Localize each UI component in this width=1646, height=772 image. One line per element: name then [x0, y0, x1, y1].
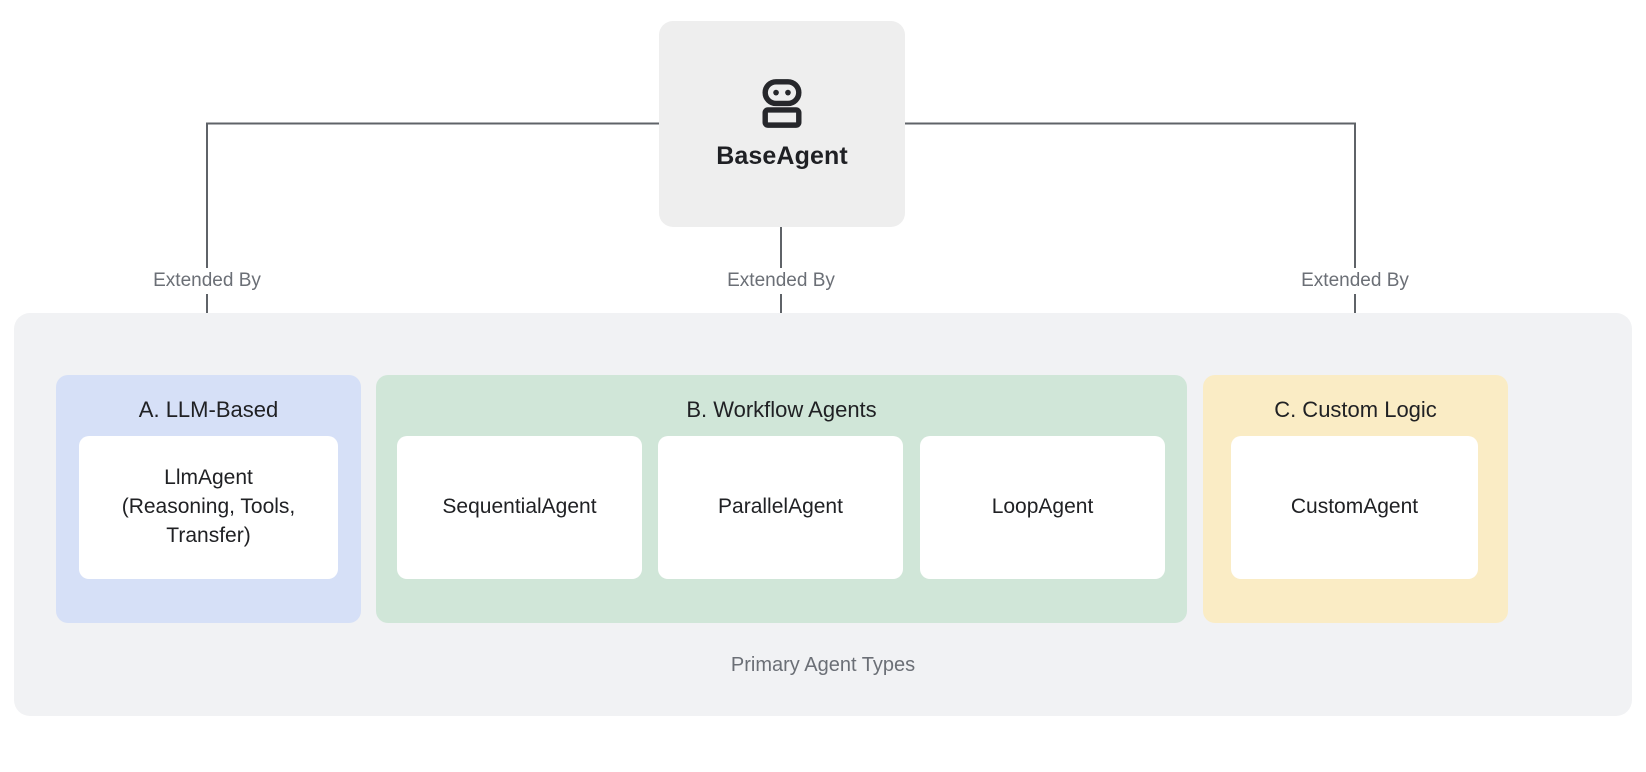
- card-loop-agent-label: LoopAgent: [991, 495, 1094, 519]
- node-base-agent[interactable]: BaseAgent: [659, 21, 905, 227]
- edge-label-left: Extended By: [145, 268, 269, 294]
- primary-agent-types-caption: Primary Agent Types: [730, 654, 916, 676]
- card-sequential-agent-label: SequentialAgent: [442, 495, 597, 519]
- card-parallel-agent-label: ParallelAgent: [718, 495, 843, 519]
- edge-label-middle: Extended By: [719, 268, 843, 294]
- card-llm-agent-label: LlmAgent(Reasoning, Tools,Transfer): [121, 466, 296, 547]
- card-parallel-agent[interactable]: ParallelAgent: [658, 436, 903, 579]
- card-llm-agent[interactable]: LlmAgent(Reasoning, Tools,Transfer): [79, 436, 338, 579]
- group-custom-logic-title: C. Custom Logic: [1274, 397, 1437, 422]
- edge-label-right: Extended By: [1293, 268, 1417, 294]
- card-sequential-agent[interactable]: SequentialAgent: [397, 436, 642, 579]
- node-base-agent-label: BaseAgent: [716, 141, 848, 170]
- card-custom-agent-label: CustomAgent: [1290, 495, 1419, 519]
- robot-icon: [762, 78, 802, 128]
- card-loop-agent[interactable]: LoopAgent: [920, 436, 1165, 579]
- group-workflow-agents-title: B. Workflow Agents: [686, 397, 877, 422]
- card-custom-agent[interactable]: CustomAgent: [1231, 436, 1478, 579]
- group-llm-based-title: A. LLM-Based: [138, 397, 279, 422]
